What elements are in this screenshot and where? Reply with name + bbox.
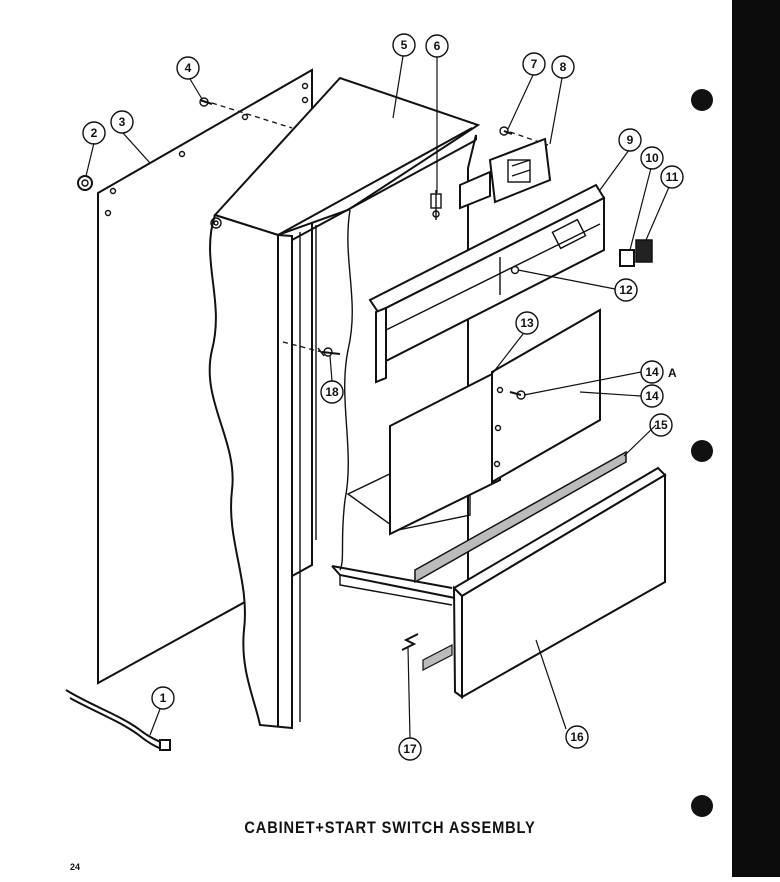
callout-label: 6 [434,39,441,53]
callout-label: 15 [654,418,668,432]
callout-10: 10 [640,146,664,170]
screw-part-4 [199,97,213,107]
callout-18: 18 [320,380,344,404]
callout-label: 11 [666,170,679,184]
callout-13: 13 [515,311,539,335]
callout-label: 13 [520,316,534,330]
bracket-part-8 [459,137,552,210]
page-number: 24 [70,862,81,872]
binder-hole [691,795,713,817]
callout-16: 16 [565,725,589,749]
diagram-caption: CABINET+START SWITCH ASSEMBLY [244,818,536,837]
callout-label: 10 [645,151,659,165]
callout-3: 3 [110,110,134,134]
callout-label: 3 [119,115,126,129]
callout-9: 9 [618,128,642,152]
callout-2: 2 [82,121,106,145]
callout-1: 1 [151,686,175,710]
bolt-part-18 [317,347,341,357]
clip-part-17 [401,633,419,651]
callout-label: 1 [160,691,167,705]
callout-12: 12 [614,278,638,302]
assembly-lines [211,102,549,353]
callout-4: 4 [176,56,200,80]
callout-7: 7 [522,52,546,76]
switch-part-11 [635,239,653,263]
power-cord-part-1 [65,689,171,751]
callout-14: 14 [640,384,664,408]
callout-label: 17 [403,742,417,756]
callout-6: 6 [425,34,449,58]
callout-17: 17 [398,737,422,761]
callout-label: 12 [619,283,633,297]
callout-label: 2 [91,126,98,140]
inner-panel-part-13 [389,368,501,536]
callout-11: 11 [660,165,684,189]
callout-label: 9 [627,133,634,147]
access-panel-part-14 [491,308,601,484]
page-binding-edge [732,0,780,877]
callout-5: 5 [392,33,416,57]
binder-hole [691,440,713,462]
callout-label: 14 [645,389,659,403]
callout-suffix: A [668,366,677,380]
gasket-part-15 [414,450,627,671]
callout-label: 5 [401,38,408,52]
callout-8: 8 [551,55,575,79]
cabinet-body [208,76,481,730]
callout-label: 14 [645,365,659,379]
callout-label: 18 [325,385,339,399]
binder-holes [691,89,713,817]
start-switch-part-6 [430,190,442,220]
binder-hole [691,89,713,111]
callout-label: 7 [531,57,538,71]
callout-label: 4 [185,61,192,75]
leader-lines [85,55,670,739]
control-panel-part-9 [368,183,606,384]
screw-part-7 [499,126,513,136]
callout-label: 16 [570,730,584,744]
indicator-part-10 [619,249,635,267]
grille-part-16 [452,466,667,699]
callout-label: 8 [560,60,567,74]
callout-15: 15 [649,413,673,437]
grommet-part-2 [77,175,93,191]
callout-14a: 14 A [640,360,677,384]
